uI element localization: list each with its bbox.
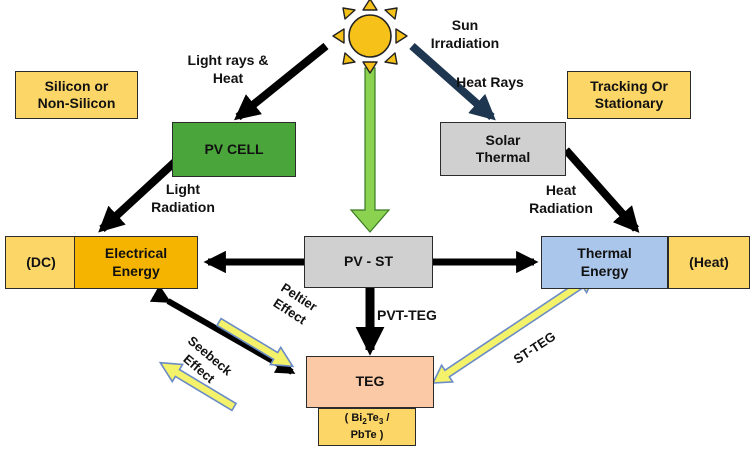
teg-box: TEG [306,356,434,408]
arrow-solar-thermal-to-thermal [563,147,640,233]
silicon-box: Silicon or Non-Silicon [15,71,138,119]
sun-icon [332,0,408,74]
label-sun-irradiation: Sun Irradiation [430,17,500,52]
tracking-box: Tracking Or Stationary [567,71,691,119]
label-light-heat: Light rays & Heat [187,52,269,87]
arrow-sun-to-pv-st [349,67,391,233]
arrow-sun-to-pv-cell [234,42,329,121]
heat-box: (Heat) [668,236,750,289]
label-pvt-teg: PVT-TEG [377,307,437,323]
teg-material-box: ( Bi2Te3 / PbTe ) [318,408,416,446]
pv-cell-box: PV CELL [172,122,296,177]
electrical-energy-box: Electrical Energy [74,236,198,289]
teg-material-line1: ( Bi2Te3 / [344,412,390,427]
arrow-teg-electrical-double [149,285,296,375]
label-heat-radiation: Heat Radiation [529,182,593,217]
arrow-sun-to-solar-thermal [409,43,496,121]
arrow-seebeck-effect [158,361,238,412]
label-light-radiation: Light Radiation [151,181,215,216]
pv-st-box: PV - ST [304,236,433,288]
label-heat-rays: Heat Rays [456,74,524,90]
teg-material-line2: PbTe ) [350,429,384,442]
dc-box: (DC) [5,236,77,289]
arrow-peltier-effect [215,317,295,368]
solar-thermal-box: Solar Thermal [440,122,566,176]
thermal-energy-box: Thermal Energy [541,236,668,289]
